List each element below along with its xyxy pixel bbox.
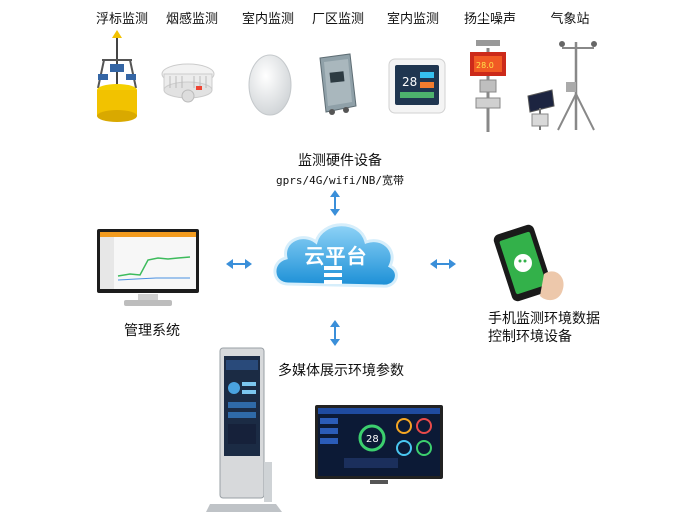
arrow-hardware-cloud bbox=[330, 190, 340, 216]
arrow-management-cloud bbox=[226, 259, 252, 269]
device-label-weather: 气象站 bbox=[550, 12, 590, 27]
indoor-sensor-round-icon bbox=[248, 54, 292, 116]
factory-sensor-icon bbox=[319, 53, 357, 115]
hardware-subtitle: gprs/4G/wifi/NB/宽带 bbox=[276, 174, 404, 187]
device-label-factory: 厂区监测 bbox=[311, 12, 364, 27]
buoy-icon bbox=[97, 30, 137, 122]
device-label-indoor-2: 室内监测 bbox=[386, 12, 439, 27]
cloud-platform-icon bbox=[273, 223, 398, 288]
device-label-smoke: 烟感监测 bbox=[165, 12, 218, 27]
cloud-label: 云平台 bbox=[304, 244, 368, 268]
svg-text:28.0: 28.0 bbox=[476, 61, 494, 70]
management-label: 管理系统 bbox=[124, 323, 180, 339]
management-monitor-icon bbox=[97, 229, 199, 306]
indoor-display-sensor-icon: 28 bbox=[388, 58, 446, 114]
arrow-cloud-mobile bbox=[430, 259, 456, 269]
arrow-cloud-multimedia bbox=[330, 320, 340, 346]
kiosk-display-icon bbox=[206, 347, 282, 512]
mobile-label-line1: 手机监测环境数据 bbox=[488, 311, 600, 327]
dust-noise-station-icon: 28.0 bbox=[470, 40, 506, 132]
mobile-label-line2: 控制环境设备 bbox=[488, 329, 572, 345]
mobile-phone-icon bbox=[493, 224, 564, 302]
svg-text:28: 28 bbox=[402, 75, 417, 89]
tv-main-value: 28 bbox=[366, 434, 379, 445]
device-label-buoy: 浮标监测 bbox=[95, 12, 148, 27]
device-label-dust-noise: 扬尘噪声 bbox=[463, 12, 516, 27]
device-label-indoor-1: 室内监测 bbox=[241, 12, 294, 27]
tv-dashboard-icon: 28 bbox=[315, 405, 443, 484]
multimedia-label: 多媒体展示环境参数 bbox=[278, 363, 404, 379]
weather-station-icon bbox=[527, 41, 597, 131]
smoke-detector-icon bbox=[161, 63, 215, 103]
hardware-title: 监测硬件设备 bbox=[298, 153, 382, 169]
